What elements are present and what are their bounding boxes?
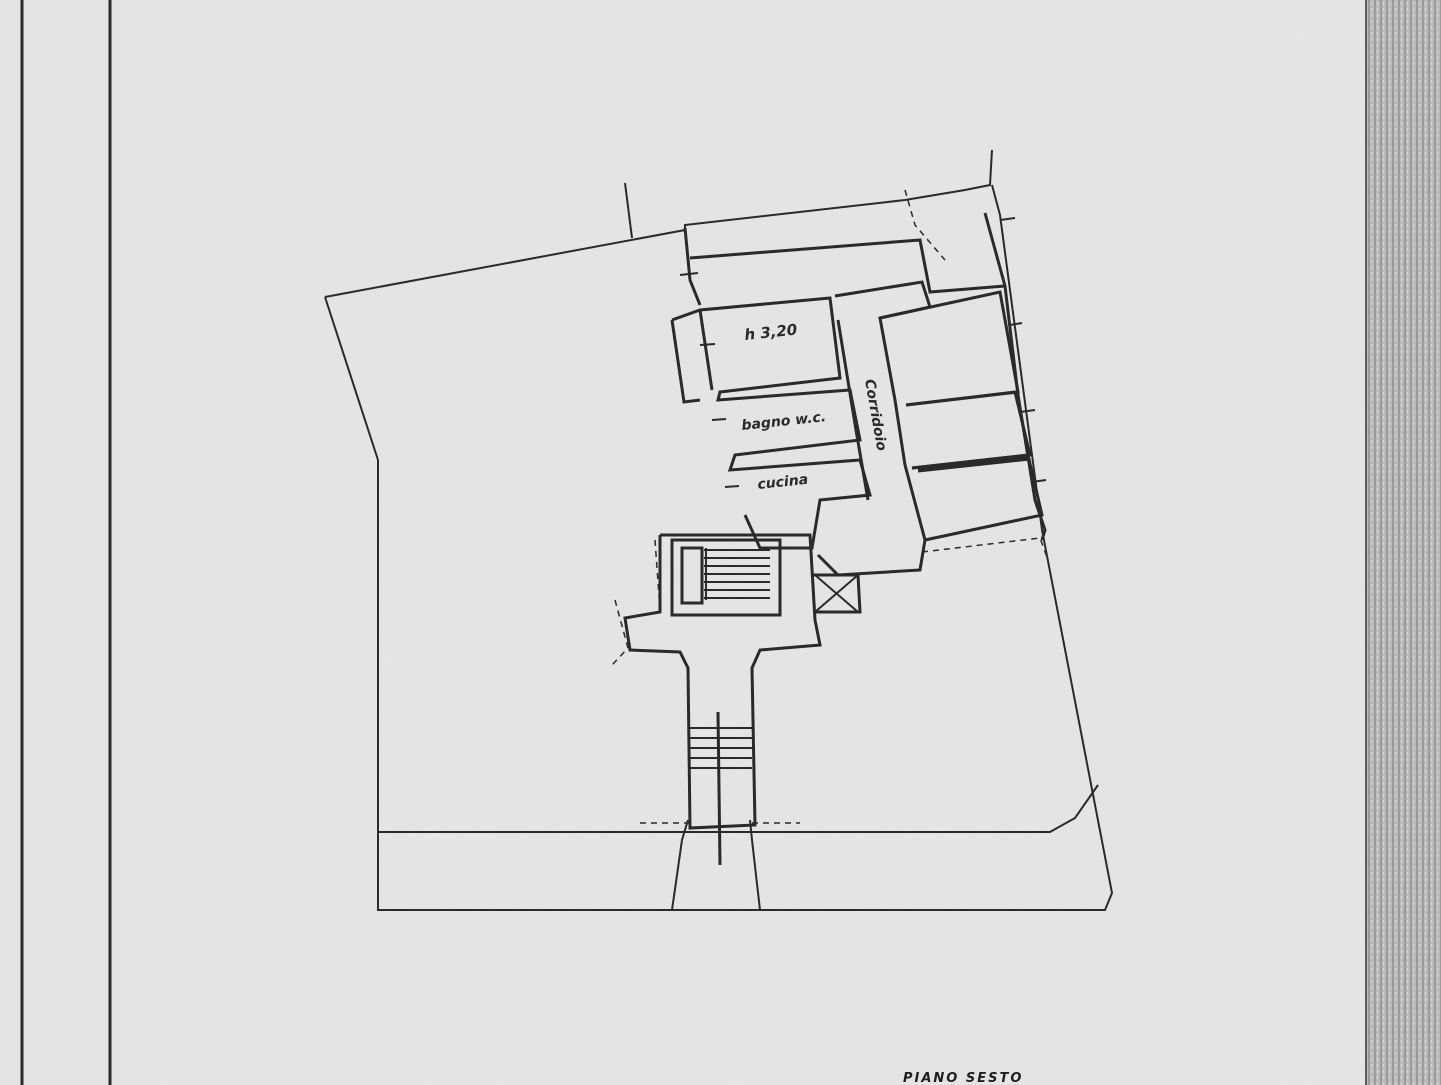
floor-caption: PIANO SESTO <box>903 1071 1023 1085</box>
building-outline <box>324 149 1114 911</box>
room-height-label: h 3,20 <box>744 321 799 344</box>
staircase <box>623 533 862 830</box>
room-label-kitchen: cucina <box>757 472 809 493</box>
apartment-walls <box>670 212 1047 577</box>
dashed-boundaries <box>611 189 1049 824</box>
stair-treads <box>690 548 770 866</box>
window-marks <box>679 217 1047 488</box>
sheet-border <box>20 0 112 1085</box>
scan-edge-strip <box>1365 0 1441 1085</box>
